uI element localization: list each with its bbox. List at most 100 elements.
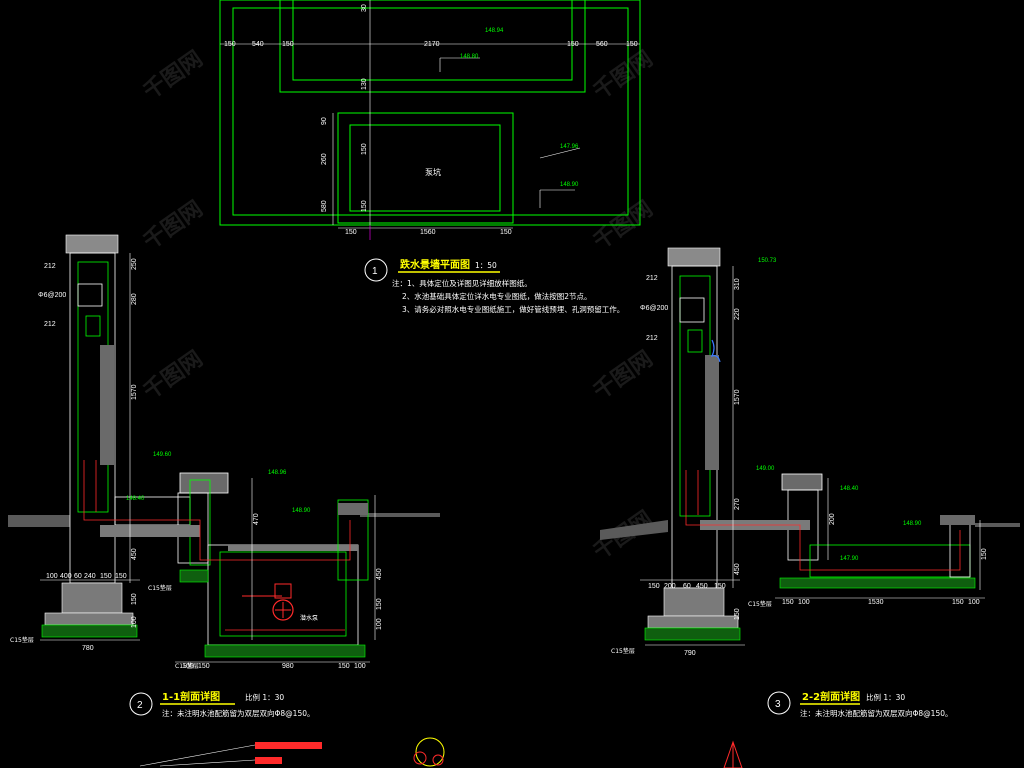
plan-pump-pit-outline bbox=[337, 112, 514, 224]
section2-dimension-lines bbox=[640, 266, 985, 646]
dim-label: 1570 bbox=[734, 389, 741, 405]
ground-hatch bbox=[8, 513, 440, 527]
watermark: 千图网 bbox=[139, 347, 207, 405]
plan-view: 150 540 150 2170 150 560 150 150 1560 15… bbox=[219, 0, 641, 314]
wall-stone-cladding bbox=[100, 345, 114, 465]
pump-equipment bbox=[242, 583, 294, 621]
section-2-2-view: 212 Φ6@200 212 310 220 1570 270 450 150 … bbox=[600, 247, 1020, 718]
dim-label: 90 bbox=[321, 117, 328, 125]
plan-outer-outline bbox=[219, 0, 641, 226]
dim-label: 100 bbox=[182, 663, 194, 670]
plan-title: 跌水景墙平面图 bbox=[400, 258, 470, 271]
dim-label: 150 bbox=[115, 573, 127, 580]
drawing-number-circle bbox=[767, 691, 791, 715]
dim-label: 250 bbox=[131, 258, 138, 270]
section2-title-block: 3 2-2剖面详图 比例 1：30 注：未注明水池配筋留为双层双向Φ8@150。 bbox=[767, 690, 953, 718]
section1-bottom-dims-b: 100 150 980 150 100 bbox=[182, 663, 366, 670]
plan-pump-pit-inner bbox=[349, 124, 501, 212]
wall-stone-cladding bbox=[705, 355, 719, 470]
dim-label: 560 bbox=[596, 41, 608, 48]
drawing-number-circle bbox=[129, 692, 153, 716]
dim-label: 150 bbox=[338, 663, 350, 670]
dim-label: 212 bbox=[44, 321, 56, 328]
dim-label: 100 bbox=[798, 599, 810, 606]
dim-label: 130 bbox=[361, 78, 368, 90]
plan-inner-outline bbox=[232, 7, 629, 216]
section1-c15-labels: C15垫层 C15垫层 C15垫层 bbox=[10, 584, 199, 670]
elevation-label: 148.90 bbox=[560, 182, 579, 188]
c15-bedding bbox=[779, 577, 976, 589]
pump-label: 潜水泵 bbox=[300, 614, 318, 622]
total-width-label: 790 bbox=[684, 650, 696, 657]
plan-dims-bottom-row: 150 1560 150 bbox=[345, 229, 512, 236]
plan-scale: 1：50 bbox=[475, 261, 497, 270]
water-flow-icon bbox=[710, 339, 721, 363]
dim-label: 450 bbox=[734, 563, 741, 575]
dim-label: 100 bbox=[131, 616, 138, 628]
section1-vertical-dims: 250 280 1570 450 150 100 bbox=[131, 258, 138, 628]
section-1-1-view: 潜水泵 212 Φ6@200 212 250 280 1570 450 150 … bbox=[8, 234, 440, 718]
wall-coping bbox=[667, 247, 721, 267]
wall-coping bbox=[65, 234, 119, 254]
dim-label: 450 bbox=[376, 568, 383, 580]
lower-basin-outline bbox=[781, 473, 971, 578]
section2-left-labels: 212 Φ6@200 212 bbox=[640, 275, 668, 342]
plan-upper-basin bbox=[279, 0, 586, 93]
elevation-label: 148.94 bbox=[485, 28, 504, 34]
section1-left-labels: 212 Φ6@200 212 bbox=[38, 263, 66, 328]
section1-levels: 149.60 148.96 148.90 148.40 bbox=[126, 452, 311, 514]
dim-label: 1530 bbox=[868, 599, 884, 606]
dim-label: 470 bbox=[253, 513, 260, 525]
dim-label: 200 bbox=[829, 513, 836, 525]
elevation-label: 147.96 bbox=[560, 144, 579, 150]
section1-dimension-lines bbox=[40, 253, 376, 663]
total-width-label: 780 bbox=[82, 645, 94, 652]
dim-label: 450 bbox=[696, 583, 708, 590]
wall-footing bbox=[44, 582, 134, 626]
dim-label: 150 bbox=[100, 573, 112, 580]
dim-label: 150 bbox=[224, 41, 236, 48]
red-legend-bar bbox=[255, 757, 282, 764]
dim-label: 150 bbox=[361, 200, 368, 212]
north-arrow-icon bbox=[723, 740, 743, 768]
pump-icon bbox=[272, 599, 294, 621]
dim-label: 150 bbox=[361, 143, 368, 155]
c15-label: C15垫层 bbox=[10, 636, 34, 644]
dim-label: 400 bbox=[60, 573, 72, 580]
c15-label: C15垫层 bbox=[748, 600, 772, 608]
c15-bedding bbox=[41, 624, 138, 638]
dim-label: Φ6@200 bbox=[640, 305, 668, 312]
section2-title: 2-2剖面详图 bbox=[802, 690, 860, 703]
dim-label: 212 bbox=[44, 263, 56, 270]
c15-label: C15垫层 bbox=[148, 584, 172, 592]
elevation-label: 148.40 bbox=[126, 496, 145, 502]
section1-scale: 比例 1：30 bbox=[245, 692, 284, 702]
water-spout bbox=[710, 339, 721, 363]
c15-bedding bbox=[204, 644, 366, 658]
plan-elevation-leaders bbox=[439, 57, 581, 208]
plan-note-line: 2、水池基础具体定位详水电专业图纸，做法按图2节点。 bbox=[402, 291, 592, 301]
dim-label: 260 bbox=[321, 153, 328, 165]
dim-label: 2170 bbox=[424, 41, 440, 48]
dim-label: 212 bbox=[646, 275, 658, 282]
dim-label: 310 bbox=[734, 278, 741, 290]
dim-label: 580 bbox=[321, 200, 328, 212]
dim-label: 1570 bbox=[131, 384, 138, 400]
dim-label: 150 bbox=[376, 598, 383, 610]
dim-label: 30 bbox=[361, 4, 368, 12]
section1-bottom-dims-a: 100 400 60 240 150 150 bbox=[46, 573, 127, 580]
section2-scale: 比例 1：30 bbox=[866, 692, 905, 702]
wall-footing bbox=[647, 587, 739, 629]
section1-right-dims: 470 450 150 100 bbox=[253, 513, 383, 630]
basin-slab bbox=[100, 525, 200, 537]
watermark: 千图网 bbox=[589, 347, 657, 405]
pump-housing bbox=[274, 583, 292, 599]
dim-label: 980 bbox=[282, 663, 294, 670]
dim-label: 1560 bbox=[420, 229, 436, 236]
pump-pit-label: 泵坑 bbox=[425, 167, 441, 177]
plan-title-block: 1 跌水景墙平面图 1：50 注：1、具体定位及详图见详细放样图纸。 2、水池基… bbox=[364, 258, 624, 314]
dim-label: 240 bbox=[84, 573, 96, 580]
drawing-number: 2 bbox=[137, 700, 143, 711]
dim-label: 150 bbox=[734, 608, 741, 620]
